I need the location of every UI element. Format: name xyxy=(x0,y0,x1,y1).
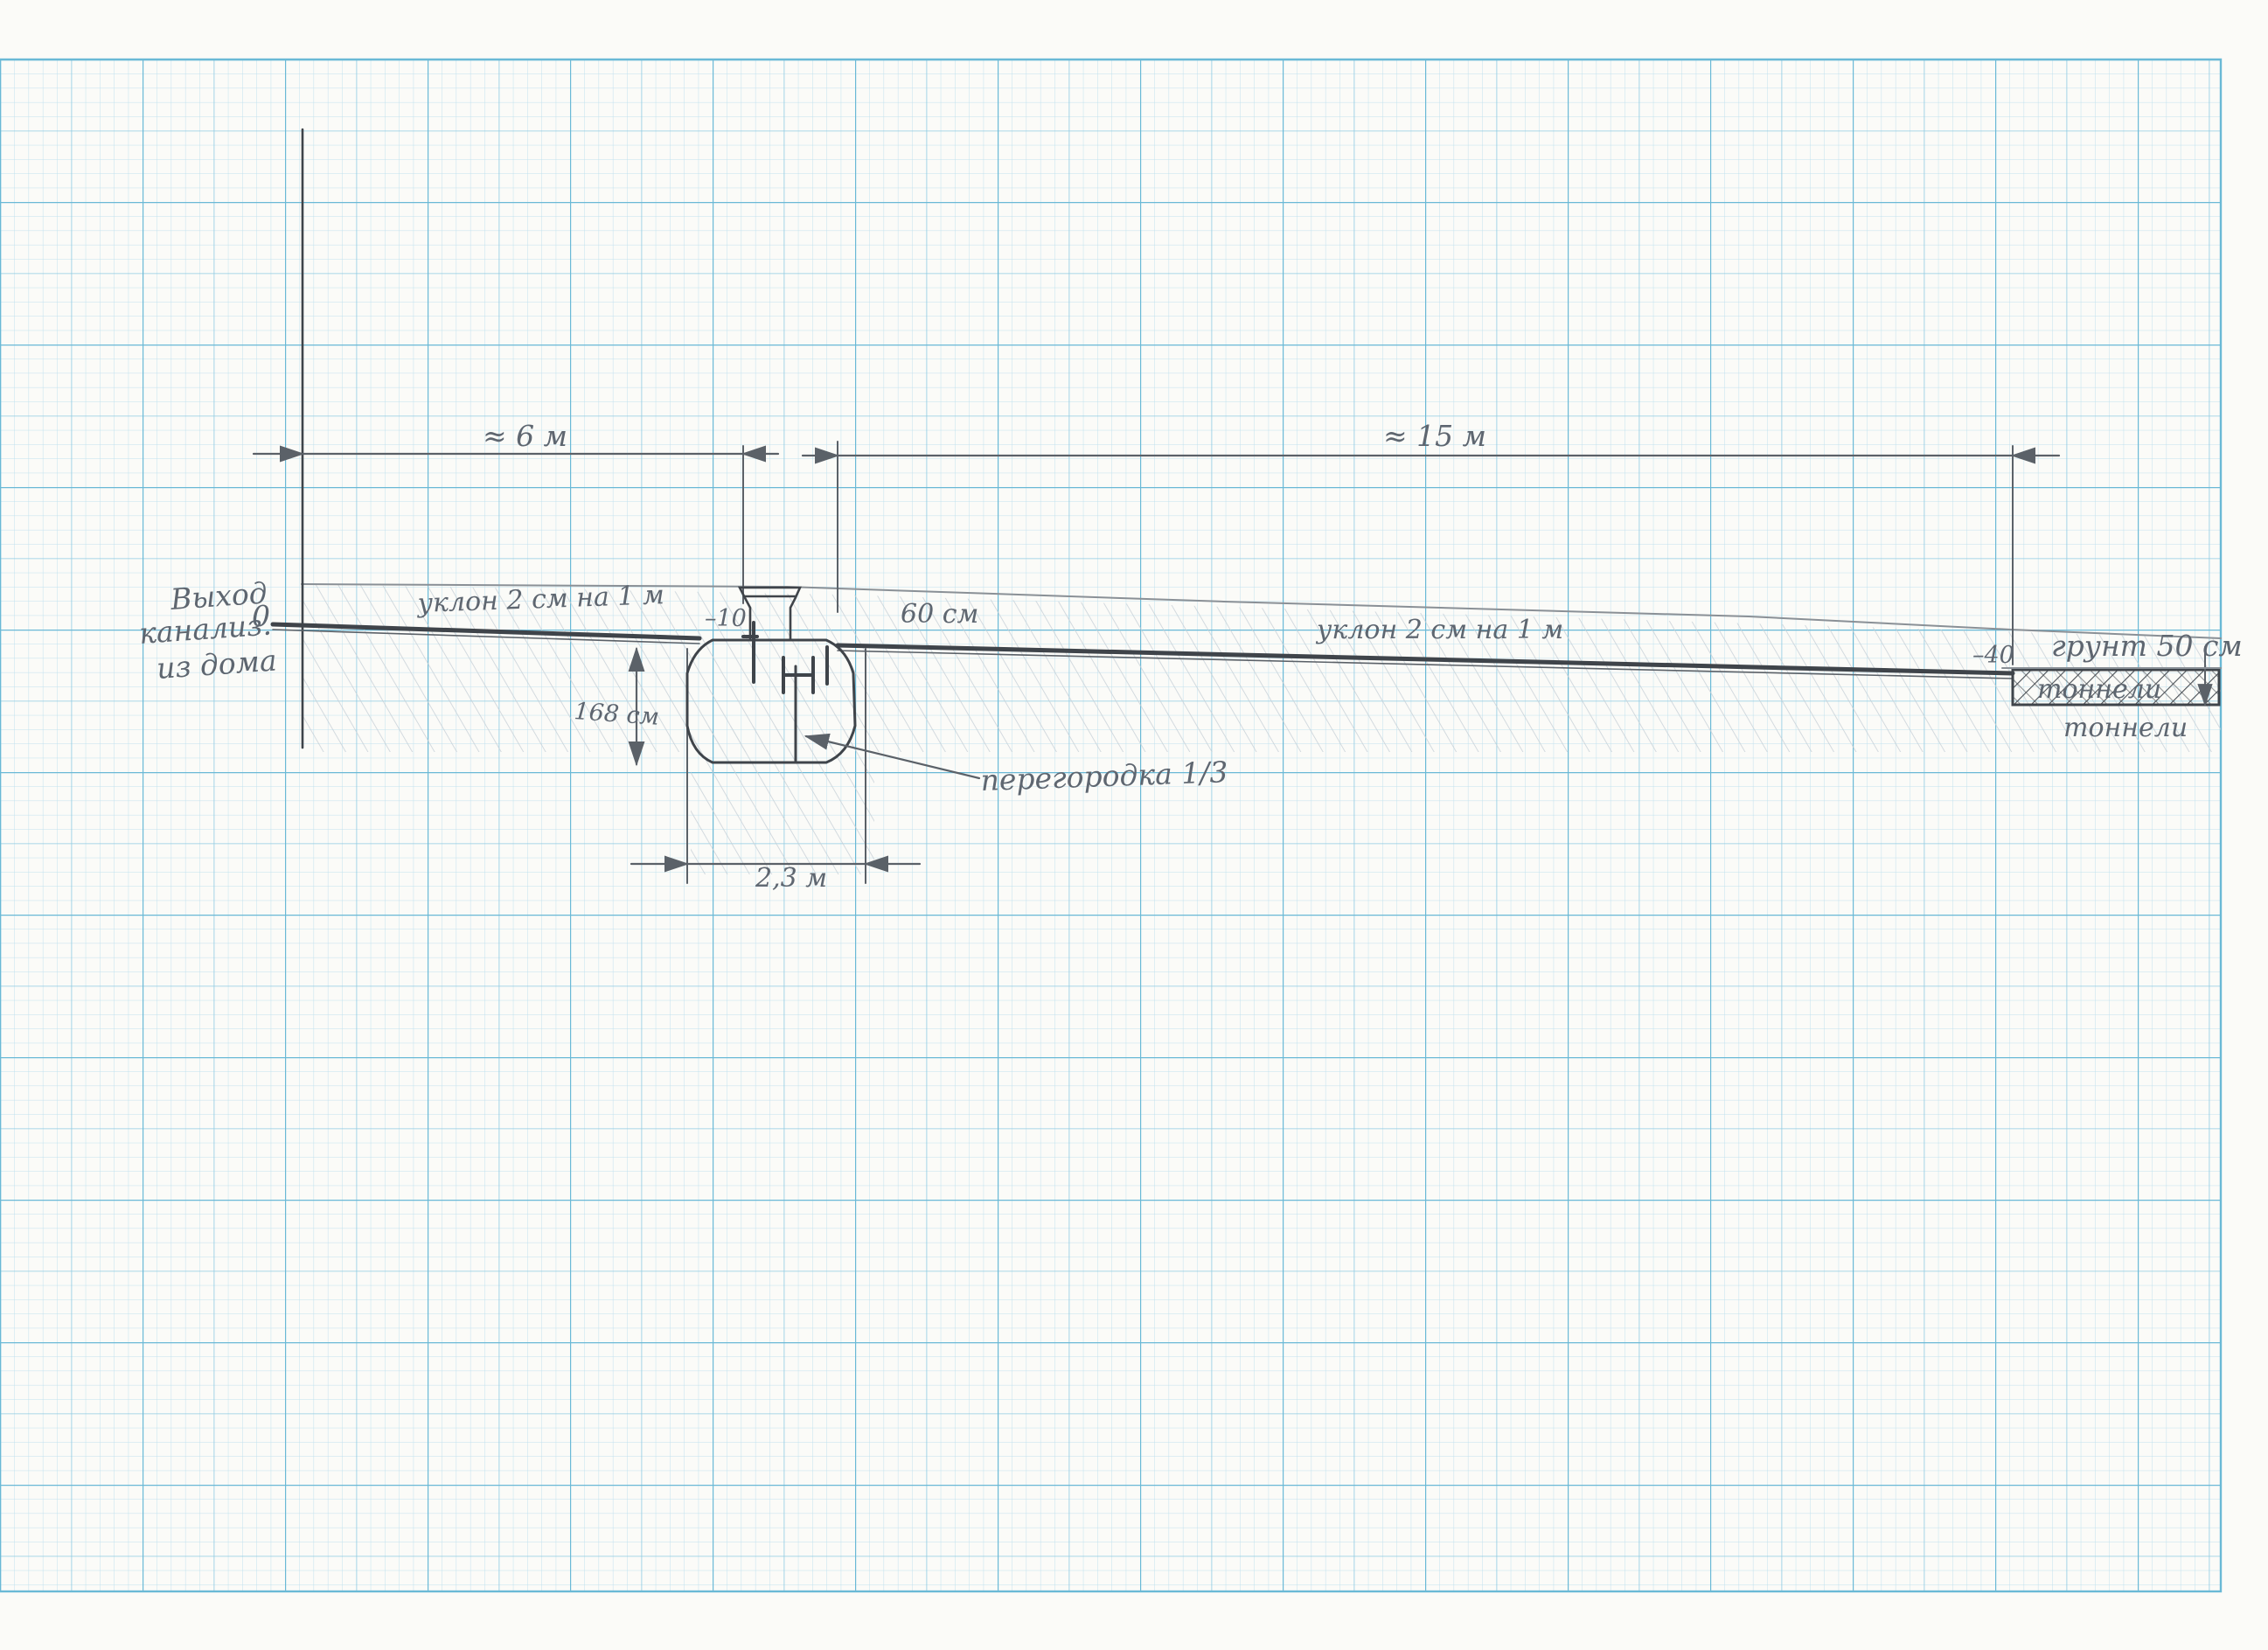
sewer-pipe xyxy=(270,622,2015,679)
distance-15m-label: ≈ 15 м xyxy=(1383,419,1486,453)
labels: Выход канализ. из дома 0 ≈ 6 м ≈ 15 м ук… xyxy=(138,419,2243,894)
dimension-arrows xyxy=(252,445,2061,873)
tank-width-label: 2,3 м xyxy=(755,863,827,894)
soil-layer-label: грунт 50 см xyxy=(2051,629,2243,663)
tank-height-label: 168 см xyxy=(574,698,661,731)
outlet-tee xyxy=(782,645,829,694)
graph-paper-grid xyxy=(0,58,2223,1593)
house-outlet-label-3: из дома xyxy=(156,643,278,686)
distance-6m-label: ≈ 6 м xyxy=(483,419,567,453)
tank-neck xyxy=(737,586,802,642)
level-minus40-label: –40 xyxy=(1972,642,2014,669)
dimension-extension-lines xyxy=(686,441,2014,884)
inlet-tee xyxy=(741,621,759,684)
partition-leader-line xyxy=(804,733,981,780)
house-outlet-label-1: Выход xyxy=(169,575,268,616)
tunnels-box xyxy=(2001,646,2222,707)
level-zero-label: 0 xyxy=(252,599,270,633)
depth-60cm-label: 60 см xyxy=(901,599,978,630)
tunnels-box-label: тоннели xyxy=(2037,674,2161,705)
level-minus10-label: –10 xyxy=(705,605,747,632)
tank-body xyxy=(685,638,857,764)
tunnels-below-label: тоннели xyxy=(2063,713,2188,743)
ground-surface-line xyxy=(301,583,2222,639)
slope-label-second: уклон 2 см на 1 м xyxy=(1315,615,1563,645)
septic-tank xyxy=(685,586,857,764)
